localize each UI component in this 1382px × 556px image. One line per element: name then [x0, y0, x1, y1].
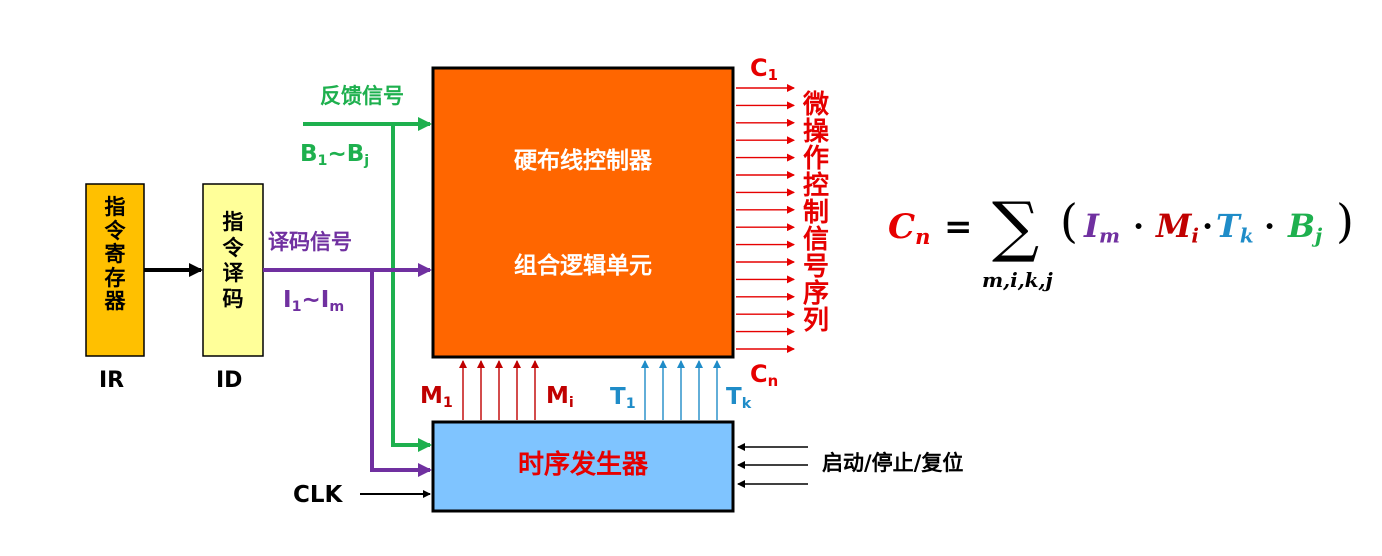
controller-title-2: 组合逻辑单元	[514, 253, 652, 279]
decode-range-sub-1: 1	[291, 298, 302, 315]
timing-generator-block	[431, 420, 735, 513]
micro-op-char: 信	[802, 225, 829, 256]
ir-block-text: 指 令 寄 存 器	[86, 195, 144, 314]
formula-term-base: M	[1156, 207, 1192, 245]
formula-dot-1: ·	[1133, 207, 1145, 245]
id-caption: ID	[216, 368, 243, 393]
feedback-signal-label: 反馈信号	[320, 84, 404, 108]
formula-term-sub: k	[1239, 223, 1254, 248]
m-last-sub: i	[568, 394, 574, 411]
t-signal-arrows	[641, 360, 721, 420]
m-signal-arrows	[459, 360, 539, 420]
micro-op-char: 控	[802, 171, 829, 202]
micro-op-char: 作	[802, 144, 829, 175]
clk-label: CLK	[293, 482, 343, 508]
ir-char: 器	[104, 289, 126, 314]
micro-op-char: 号	[802, 252, 829, 283]
formula-sum-index: m,i,k,j	[982, 268, 1053, 292]
decode-range-base-1: I	[283, 287, 292, 313]
micro-op-char: 列	[802, 306, 829, 337]
formula-term-bj: Bj	[1288, 207, 1322, 245]
decode-range-base-2: I	[320, 287, 330, 313]
decode-signal-label: 译码信号	[268, 230, 352, 254]
feedback-range-label: B1~Bj	[300, 141, 370, 169]
id-block-text: 指 令 译 码	[203, 210, 263, 312]
ir-block	[85, 183, 145, 357]
formula-dot-2: ·	[1202, 207, 1214, 245]
t-first-label: T1	[610, 384, 636, 412]
id-block	[202, 183, 264, 357]
feedback-range-base-2: B	[346, 141, 365, 167]
c-first-base: C	[750, 54, 768, 82]
formula-term-sub: i	[1191, 223, 1199, 248]
micro-op-char: 操	[802, 117, 829, 148]
decode-range-tilde: ~	[301, 287, 321, 313]
c-first-sub: 1	[767, 66, 778, 85]
formula-lhs-sub: n	[915, 223, 931, 249]
t-last-label: Tk	[726, 384, 752, 412]
formula-term-sub: j	[1315, 223, 1323, 248]
id-char: 译	[222, 261, 244, 286]
output-signal-arrows	[736, 84, 795, 353]
m-first-label: M1	[420, 383, 453, 411]
id-char: 码	[222, 286, 244, 311]
formula-close-paren: )	[1336, 194, 1354, 248]
m-first-base: M	[420, 383, 443, 409]
ir-char: 存	[104, 265, 126, 290]
decode-range-sub-2: m	[329, 298, 345, 315]
ir-char: 令	[104, 218, 126, 243]
formula-lhs: Cn	[888, 207, 930, 247]
micro-op-signal-text: 微 操 作 控 制 信 号 序 列	[799, 90, 833, 337]
decode-arrow-to-timing	[370, 270, 432, 477]
formula-term-base: I	[1084, 207, 1099, 245]
m-last-base: M	[546, 383, 569, 409]
c-last-sub: n	[767, 372, 779, 391]
id-char: 指	[222, 210, 244, 234]
t-first-base: T	[610, 384, 626, 410]
formula-term-tk: Tk	[1216, 207, 1254, 245]
formula: Cn = ∑ m,i,k,j ( Im · Mi · Tk · Bj )	[888, 188, 1358, 306]
formula-dot-3: ·	[1264, 207, 1276, 245]
formula-sigma: ∑	[992, 188, 1040, 265]
formula-term-mi: Mi	[1156, 207, 1199, 245]
feedback-range-base-1: B	[300, 141, 318, 167]
formula-term-im: Im	[1084, 207, 1120, 245]
m-last-label: Mi	[546, 383, 574, 411]
c-last-label: Cn	[750, 360, 778, 389]
formula-open-paren: (	[1060, 194, 1078, 248]
t-last-sub: k	[741, 395, 752, 412]
feedback-arrow-to-timing	[391, 124, 432, 452]
feedback-range-sub-1: 1	[317, 152, 328, 169]
formula-equals: =	[944, 207, 973, 247]
ir-caption: IR	[99, 368, 125, 393]
decode-range-label: I1~Im	[283, 287, 345, 315]
feedback-range-sub-2: j	[364, 152, 370, 169]
t-last-base: T	[726, 384, 742, 410]
feedback-range-tilde: ~	[327, 141, 347, 167]
micro-op-char: 微	[802, 90, 829, 120]
timing-generator-title: 时序发生器	[517, 450, 648, 480]
formula-lhs-base: C	[888, 207, 916, 247]
formula-term-base: B	[1288, 207, 1316, 245]
ir-char: 寄	[104, 242, 126, 267]
t-first-sub: 1	[625, 395, 636, 412]
formula-term-sub: m	[1098, 223, 1120, 248]
id-char: 令	[222, 235, 244, 260]
micro-op-char: 制	[802, 198, 829, 229]
controller-block	[431, 66, 735, 359]
ir-char: 指	[104, 195, 126, 219]
c-first-label: C1	[750, 54, 778, 83]
controller-title-1: 硬布线控制器	[514, 148, 652, 174]
m-first-sub: 1	[442, 394, 453, 411]
c-last-base: C	[750, 360, 768, 388]
control-signal-label: 启动/停止/复位	[822, 451, 964, 475]
micro-op-char: 序	[802, 279, 829, 310]
formula-term-base: T	[1216, 207, 1240, 245]
